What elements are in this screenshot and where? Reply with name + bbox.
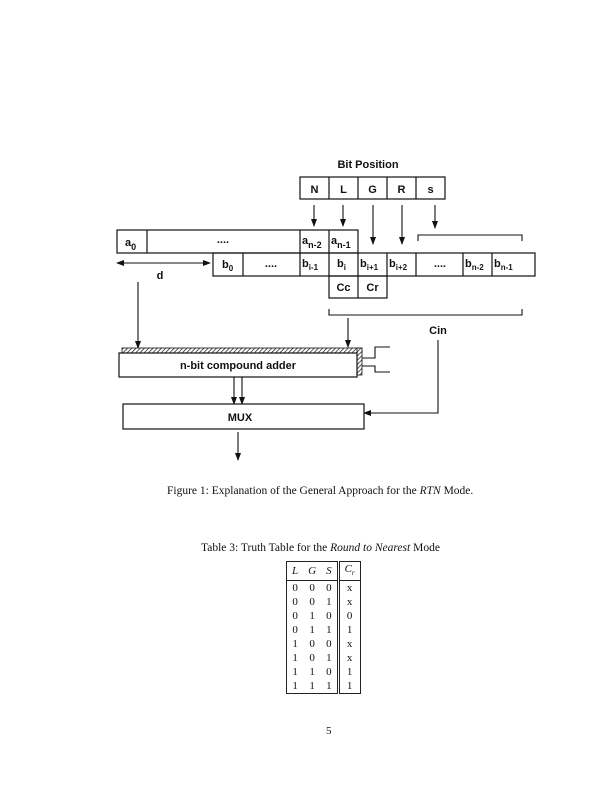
b-dots: .... bbox=[434, 258, 446, 270]
page-number: 5 bbox=[326, 725, 332, 737]
header-g: G bbox=[303, 561, 322, 582]
table-cell: 0 bbox=[326, 610, 332, 623]
bracket-bottom bbox=[328, 309, 523, 316]
header-s: S bbox=[321, 561, 339, 582]
header-l: L bbox=[286, 561, 304, 582]
figure-caption-italic: RTN bbox=[419, 485, 441, 497]
a-dots: .... bbox=[217, 234, 229, 246]
b-cell: bi-1 bbox=[302, 258, 319, 272]
table-cell: x bbox=[336, 651, 361, 666]
table-cell: 0 bbox=[292, 624, 298, 637]
table-cell: x bbox=[336, 580, 361, 596]
header-cr: Cr bbox=[336, 561, 361, 582]
table-caption-text: Table 3: Truth Table for the bbox=[201, 542, 331, 554]
a0-cell: a0 bbox=[125, 237, 136, 252]
figure-caption-suffix: Mode. bbox=[440, 485, 474, 497]
table-cell: 0 bbox=[336, 609, 361, 624]
shift-label-d: d bbox=[157, 270, 164, 282]
a-register bbox=[116, 229, 359, 254]
table-caption-italic: Round to Nearest bbox=[330, 542, 411, 554]
header-cr-sub: r bbox=[351, 569, 355, 578]
table-cell: 0 bbox=[309, 582, 315, 595]
bit-position-l: L bbox=[340, 184, 347, 196]
table-cell: 0 bbox=[309, 596, 315, 609]
figure-diagram: Bit Position N L G R s a0 .... an-2 an-1… bbox=[116, 159, 536, 461]
bit-position-g: G bbox=[368, 184, 377, 196]
adder-box bbox=[118, 352, 358, 378]
carry-cr: Cr bbox=[366, 282, 379, 294]
table-cell: 0 bbox=[326, 666, 332, 679]
table-cell: 0 bbox=[326, 582, 332, 595]
table-cell: 0 bbox=[292, 610, 298, 623]
cin-label: Cin bbox=[429, 325, 447, 337]
table-cell: 1 bbox=[292, 652, 298, 665]
b-cell: b0 bbox=[222, 259, 234, 273]
cin-arrow bbox=[363, 340, 439, 416]
bit-position-arrows bbox=[311, 205, 438, 245]
figure-caption: Figure 1: Explanation of the General App… bbox=[167, 485, 473, 497]
table-cell: 1 bbox=[309, 680, 315, 693]
table-cell: 1 bbox=[336, 623, 361, 638]
table-cell: 1 bbox=[326, 652, 332, 665]
table-cell: x bbox=[336, 637, 361, 652]
table-cell: 1 bbox=[336, 665, 361, 680]
table-cell: 1 bbox=[309, 666, 315, 679]
table-cell: 1 bbox=[309, 624, 315, 637]
table-cell: 1 bbox=[336, 679, 361, 694]
table-cell: 1 bbox=[309, 610, 315, 623]
table-caption-suffix: Mode bbox=[410, 542, 440, 554]
bit-position-r: R bbox=[398, 184, 406, 196]
table-cell: 1 bbox=[326, 596, 332, 609]
table-cell: 1 bbox=[292, 666, 298, 679]
table-cell: 1 bbox=[292, 680, 298, 693]
table-cell: 0 bbox=[292, 596, 298, 609]
sticky-bracket-top bbox=[417, 234, 523, 241]
table-caption: Table 3: Truth Table for the Round to Ne… bbox=[201, 542, 440, 554]
bit-position-s: s bbox=[427, 184, 433, 196]
adder-side-connectors bbox=[362, 346, 390, 373]
b-cell: bn-2 bbox=[465, 258, 484, 272]
b-dots: .... bbox=[265, 258, 277, 270]
mux-box bbox=[122, 403, 365, 430]
table-cell: 0 bbox=[326, 638, 332, 651]
b-cell: bi+1 bbox=[360, 258, 379, 272]
table-cell: 1 bbox=[292, 638, 298, 651]
mux-label: MUX bbox=[228, 412, 253, 424]
a-n-2-cell: an-2 bbox=[302, 235, 322, 250]
bit-position-row bbox=[299, 176, 446, 200]
a-n-1-cell: an-1 bbox=[331, 235, 351, 250]
bit-position-n: N bbox=[311, 184, 319, 196]
carry-cc: Cc bbox=[336, 282, 350, 294]
table-header-row: L G S Cr bbox=[286, 561, 361, 582]
b-cell: bn-1 bbox=[494, 258, 513, 272]
b-cell: bi bbox=[337, 258, 346, 272]
b-cell: bi+2 bbox=[389, 258, 408, 272]
adder-hatch-top bbox=[121, 347, 363, 354]
adder-hatch-side bbox=[356, 347, 363, 376]
table-cell: 1 bbox=[326, 680, 332, 693]
carry-cells bbox=[328, 275, 388, 299]
table-cell: 0 bbox=[309, 638, 315, 651]
adder-label: n-bit compound adder bbox=[180, 360, 297, 372]
table-cell: 0 bbox=[309, 652, 315, 665]
table-cell: x bbox=[336, 595, 361, 610]
table-cell: 1 bbox=[326, 624, 332, 637]
bit-position-title: Bit Position bbox=[337, 159, 398, 171]
figure-caption-text: Figure 1: Explanation of the General App… bbox=[167, 485, 420, 497]
table-cell: 0 bbox=[292, 582, 298, 595]
